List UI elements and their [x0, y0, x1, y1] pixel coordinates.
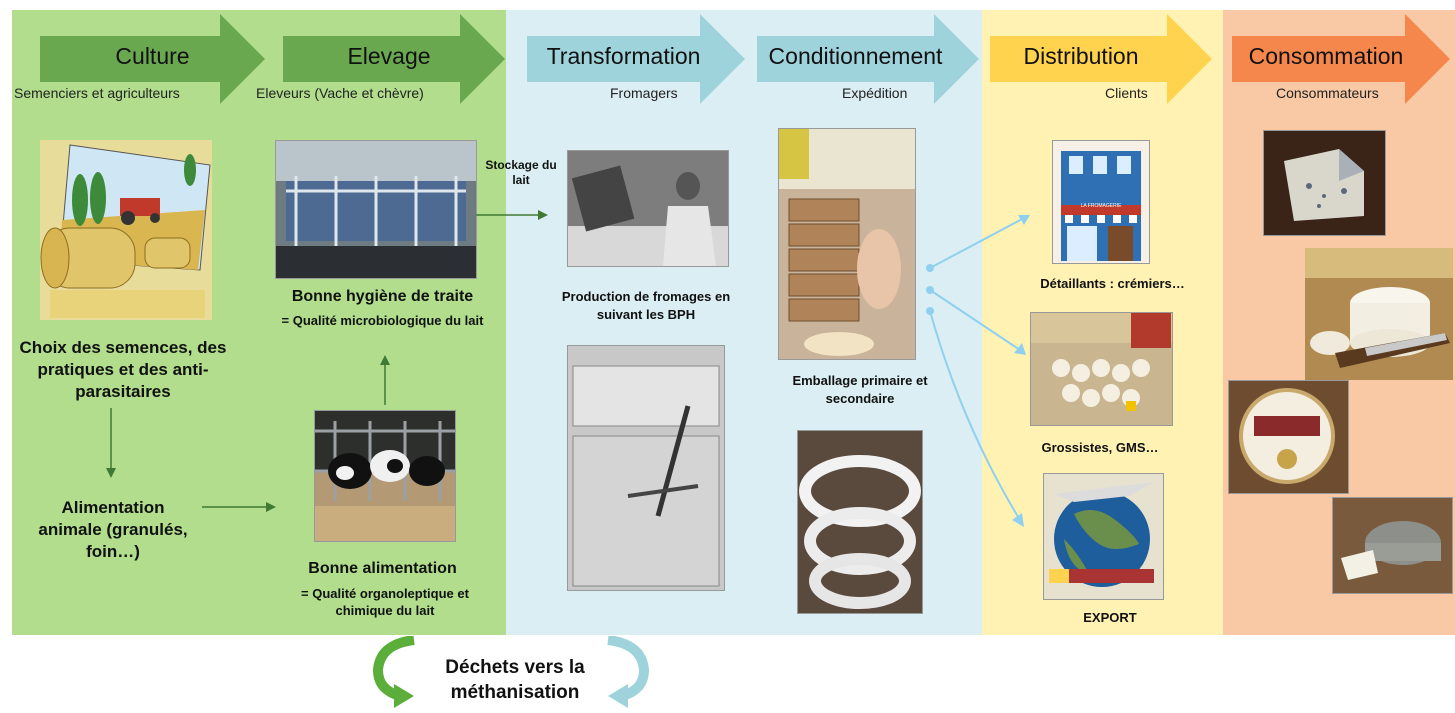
cheese-shop-icon: LA FROMAGERIE [1052, 140, 1150, 264]
hygiene-title: Bonne hygiène de traite [291, 288, 474, 305]
stage-arrow-shape [283, 14, 505, 104]
culture-to-elevage-arrow [202, 500, 276, 512]
saint-jacques-cheese-image [1228, 380, 1349, 494]
blue-cheese-image [1263, 130, 1386, 236]
stage-subtitle-transformation: Fromagers [610, 85, 678, 101]
production-text: Production de fromages en suivant les BP… [561, 289, 731, 322]
stage-subtitle-culture: Semenciers et agriculteurs [14, 85, 180, 101]
stockage-arrow [476, 208, 548, 220]
stage-arrow-transformation: Transformation [527, 14, 745, 104]
culture-alimentation-text: Alimentation animale (granulés, foin…) [38, 498, 188, 561]
elevage-up-arrow [379, 355, 391, 405]
culture-down-arrow [105, 408, 117, 478]
stage-subtitle-conditionnement: Expédition [842, 85, 908, 101]
detaillants-text: Détaillants : crémiers… [1040, 276, 1185, 291]
stage-subtitle-distribution: Clients [1105, 85, 1148, 101]
export-globe-icon [1043, 473, 1164, 600]
farm-illustration-image [40, 140, 212, 320]
export-text: EXPORT [1083, 610, 1137, 625]
alimentation-detail: = Qualité organoleptique et chimique du … [301, 586, 469, 618]
camembert-knife-image [1305, 248, 1453, 380]
stage-subtitle-consommation: Consommateurs [1276, 85, 1379, 101]
stage-title: Consommation [1248, 43, 1404, 69]
stage-arrow-distribution: Distribution [990, 14, 1212, 104]
alimentation-title: Bonne alimentation [308, 560, 457, 577]
stage-title: Elevage [347, 43, 431, 69]
packaging-image [778, 128, 916, 360]
cheesemaker-image [567, 150, 729, 267]
stage-arrow-consommation: Consommation [1232, 14, 1450, 104]
hygiene-detail: = Qualité microbiologique du lait [281, 313, 484, 328]
stage-arrow-shape [757, 14, 979, 104]
milking-parlor-image [275, 140, 477, 279]
stage-arrow-shape [990, 14, 1212, 104]
stage-arrow-conditionnement: Conditionnement [757, 14, 979, 104]
stage-title: Distribution [1023, 43, 1139, 69]
cows-feeding-image [314, 410, 456, 542]
stage-arrow-culture: Culture [40, 14, 265, 104]
dechets-text: Déchets vers la méthanisation [445, 657, 585, 703]
stage-title: Culture [115, 43, 190, 69]
shop-sign-text: LA FROMAGERIE [1080, 203, 1122, 209]
stockage-lait-label: Stockage du lait [485, 158, 557, 187]
stage-title: Transformation [546, 43, 701, 69]
cheese-vats-image [567, 345, 725, 591]
grossistes-text: Grossistes, GMS… [1041, 440, 1159, 455]
labels-ribbon-image [797, 430, 923, 614]
culture-choix-text: Choix des semences, des pratiques et des… [19, 338, 227, 401]
stage-title: Conditionnement [768, 43, 943, 69]
wholesale-cheese-image [1030, 312, 1173, 426]
stage-subtitle-elevage: Eleveurs (Vache et chèvre) [256, 85, 424, 101]
emballage-text: Emballage primaire et secondaire [792, 373, 928, 406]
stage-arrow-elevage: Elevage [283, 14, 505, 104]
goat-cheese-ash-image [1332, 497, 1453, 594]
stage-arrow-shape [1232, 14, 1450, 104]
distribution-connectors [922, 205, 1032, 535]
recycle-left-arrow-icon [372, 635, 422, 708]
stage-arrow-shape [40, 14, 265, 104]
recycle-right-arrow-icon [600, 635, 650, 708]
stage-arrow-shape [527, 14, 745, 104]
